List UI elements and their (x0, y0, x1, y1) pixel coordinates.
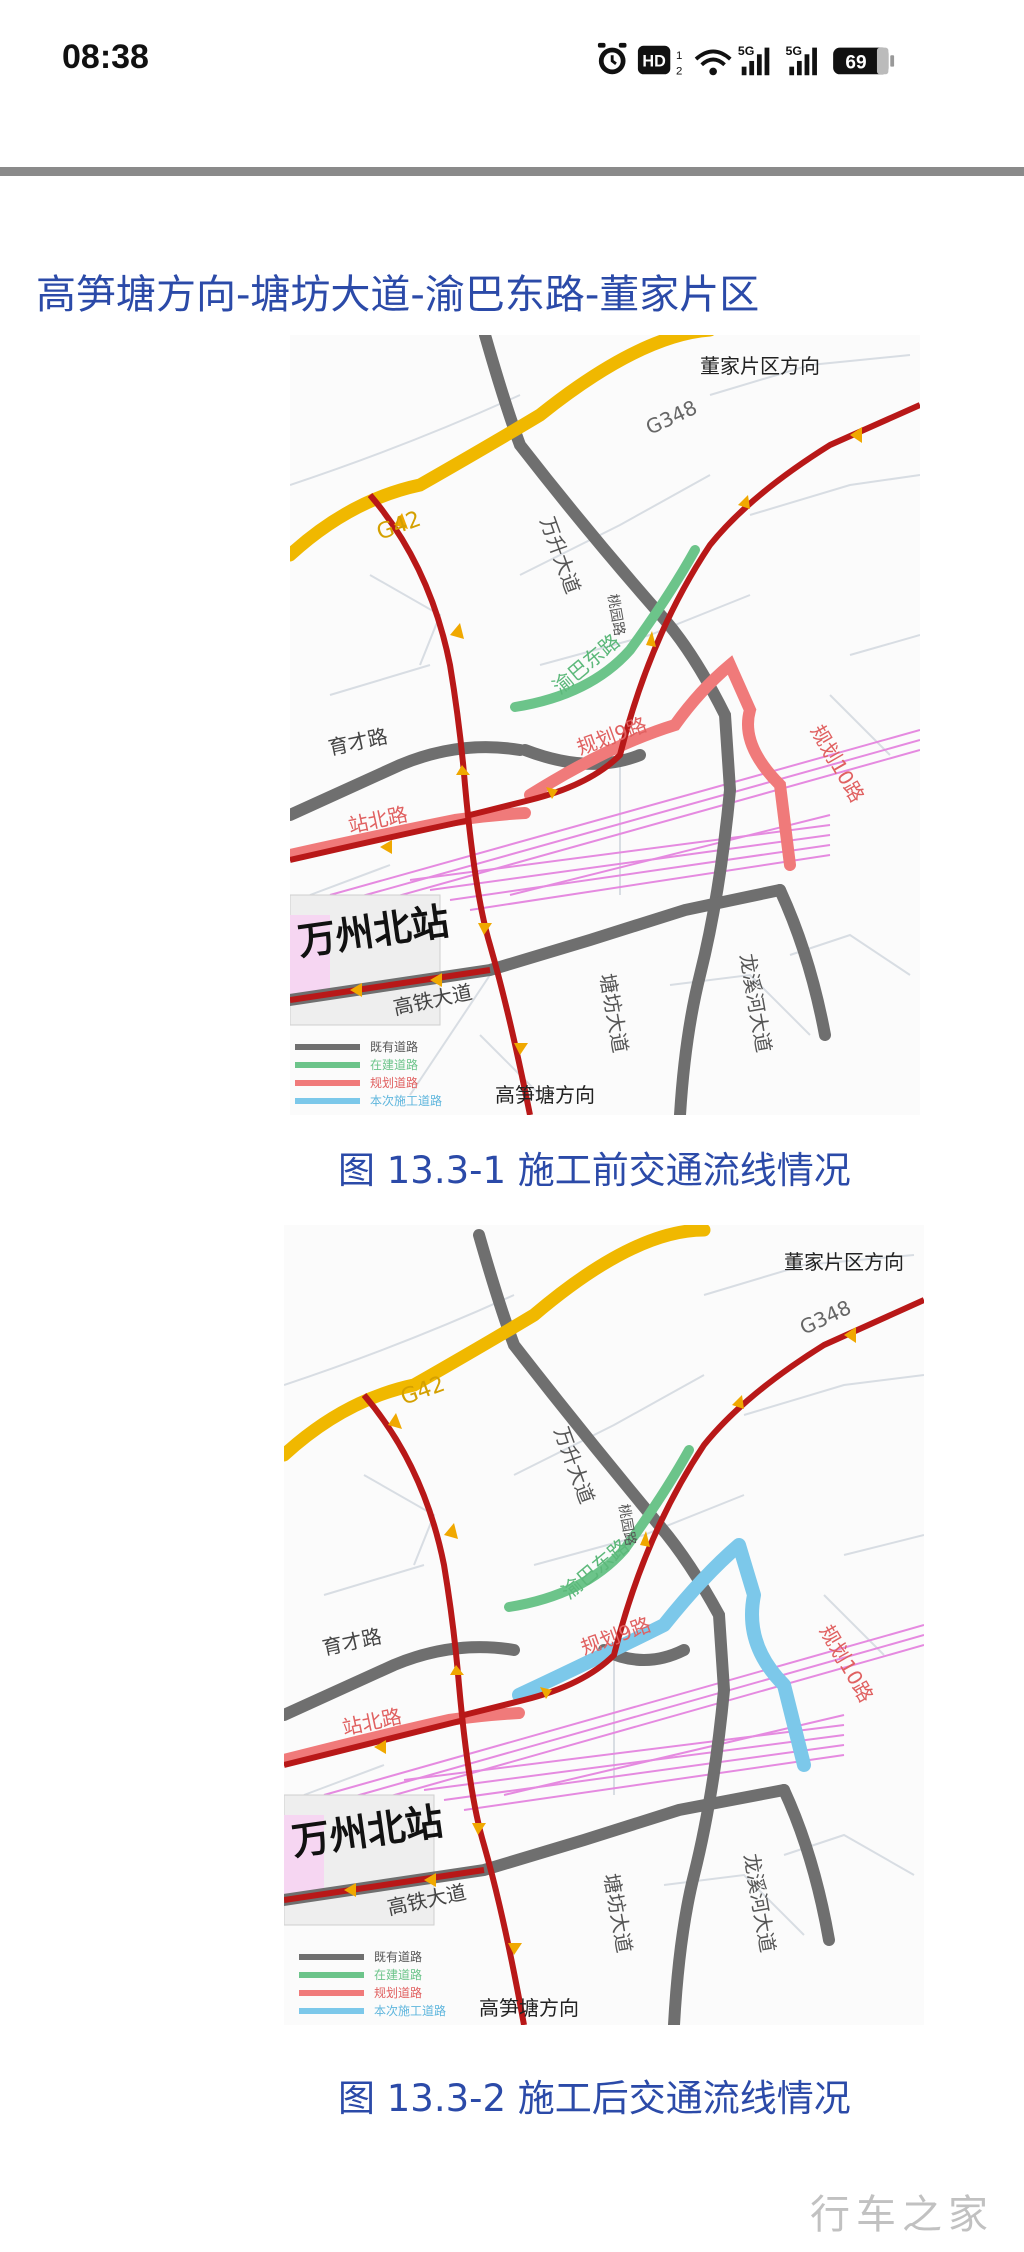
map-legend-2: 既有道路 在建道路 规划道路 本次施工道路 (299, 1949, 446, 2018)
figure-caption-after: 图 13.3-2 施工后交通流线情况 (338, 2077, 851, 2120)
section-heading: 高笋塘方向-塘坊大道-渝巴东路-董家片区 (36, 272, 760, 318)
legend-under-construction: 在建道路 (370, 1057, 418, 1072)
status-icons: HD 1 2 5G 5G 69 (597, 42, 895, 77)
label-gaosun-2: 高笋塘方向 (479, 1996, 579, 2020)
status-time: 08:38 (62, 38, 149, 76)
battery-level: 69 (845, 53, 866, 74)
hd-label: HD (642, 53, 666, 71)
battery-icon: 69 (833, 47, 895, 75)
label-dongjia: 董家片区方向 (700, 354, 820, 378)
label-taoyuan-2: 桃园路 (615, 1503, 638, 1547)
legend-existing-2: 既有道路 (374, 1949, 422, 1964)
legend-planned-2: 规划道路 (374, 1985, 422, 2000)
legend-construction: 本次施工道路 (370, 1093, 442, 1108)
label-taoyuan: 桃园路 (604, 593, 627, 637)
signal-5g-icon: 5G (738, 44, 770, 76)
map-legend: 既有道路 在建道路 规划道路 本次施工道路 (295, 1039, 442, 1108)
legend-planned: 规划道路 (370, 1075, 418, 1090)
signal-5g-icon-2: 5G (786, 44, 817, 76)
figure-caption-before: 图 13.3-1 施工前交通流线情况 (338, 1149, 851, 1192)
svg-text:5G: 5G (738, 44, 755, 58)
status-bar: 08:38 HD 1 2 5G 5G (0, 0, 1024, 120)
label-dongjia-2: 董家片区方向 (784, 1250, 904, 1274)
svg-text:1: 1 (676, 50, 682, 62)
traffic-map-before: 董家片区方向 G348 G42 万升大道 桃园路 渝巴东路 育才路 规划9路 规… (290, 335, 920, 1115)
legend-construction-2: 本次施工道路 (374, 2003, 446, 2018)
label-gaosun: 高笋塘方向 (495, 1083, 595, 1107)
legend-under-construction-2: 在建道路 (374, 1967, 422, 1982)
alarm-icon (597, 42, 627, 75)
traffic-map-after: 董家片区方向 G348 G42 万升大道 桃园路 渝巴东路 育才路 规划9路 规… (284, 1225, 924, 2025)
wifi-icon (694, 49, 732, 76)
map-figure-before: 董家片区方向 G348 G42 万升大道 桃园路 渝巴东路 育才路 规划9路 规… (290, 335, 920, 1115)
legend-existing: 既有道路 (370, 1039, 418, 1054)
hd-icon: HD 1 2 (637, 45, 682, 77)
watermark: 行车之家 (810, 2192, 994, 2238)
svg-text:2: 2 (676, 65, 682, 77)
map-figure-after: 董家片区方向 G348 G42 万升大道 桃园路 渝巴东路 育才路 规划9路 规… (284, 1225, 924, 2025)
svg-text:5G: 5G (786, 44, 803, 58)
app-toolbar-divider (0, 167, 1024, 176)
